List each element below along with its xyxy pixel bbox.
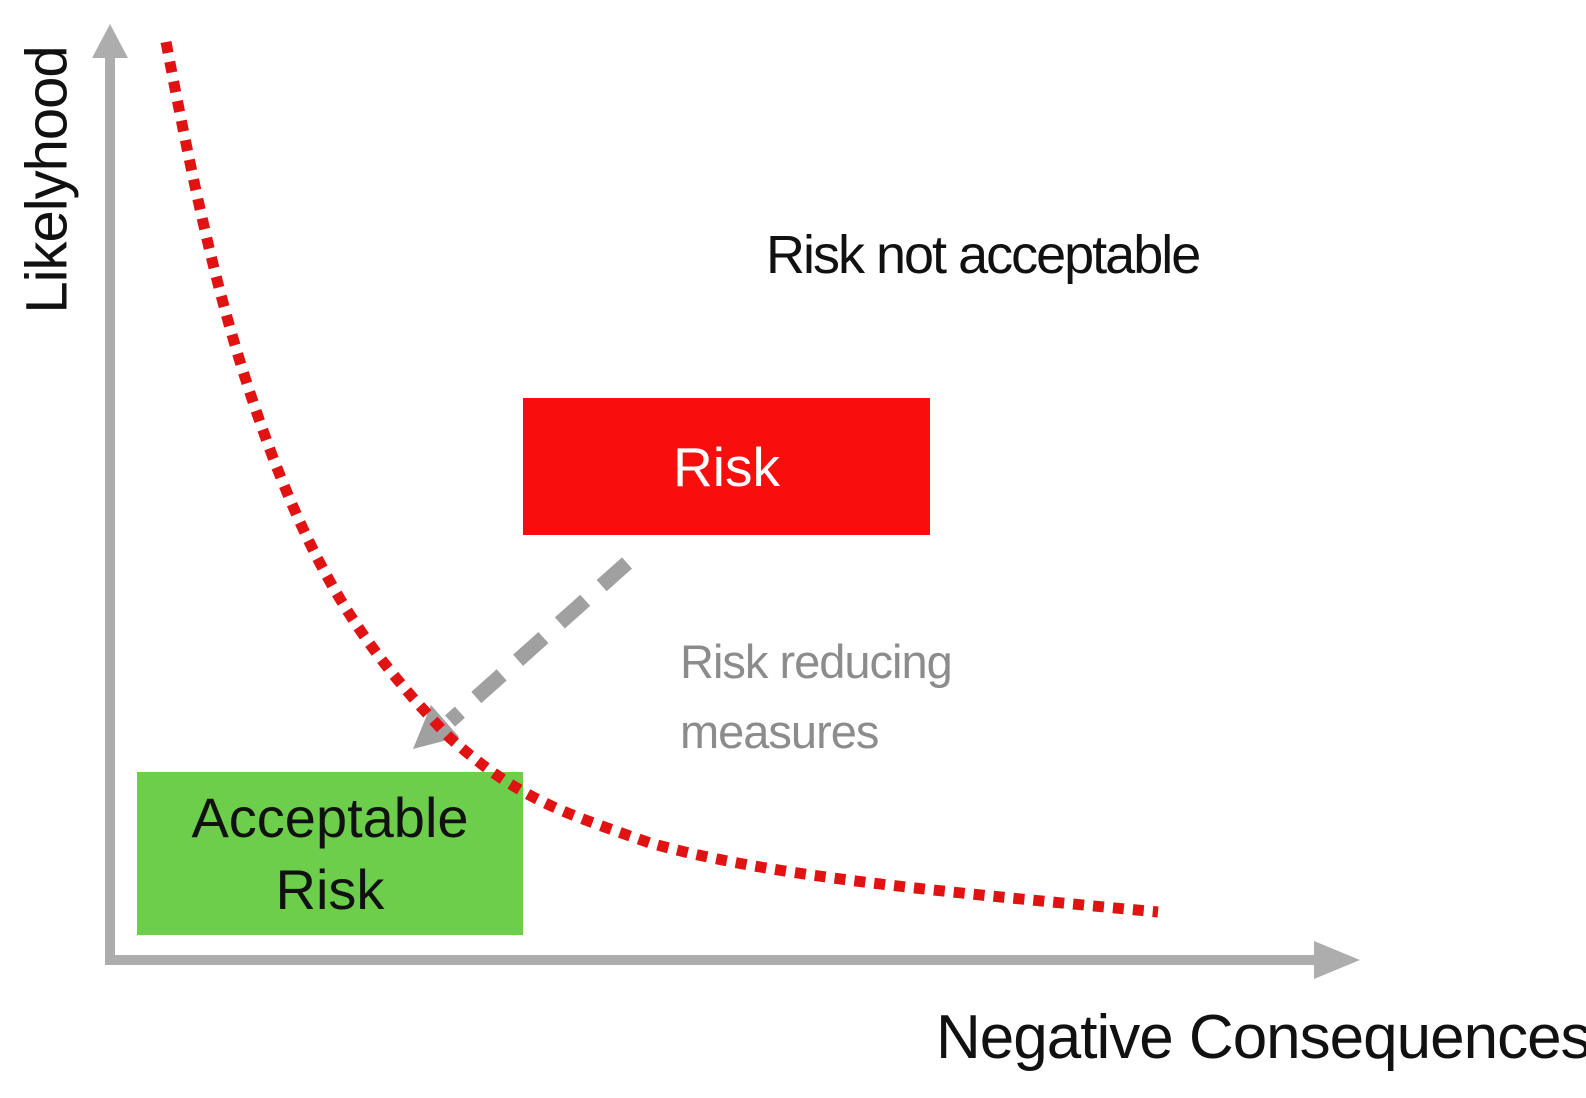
acceptable-risk-label-line1: Acceptable [191, 785, 469, 849]
x-axis-label: Negative Consequences [936, 1003, 1586, 1072]
y-axis-arrowhead-icon [92, 24, 128, 58]
risk-box-label: Risk [673, 435, 780, 498]
risk-reducing-measures-label: Risk reducing measures [680, 627, 953, 767]
x-axis-arrowhead-icon [1314, 941, 1360, 979]
risk-box: Risk [523, 398, 930, 535]
risk-reducing-measures-line1: Risk reducing [680, 635, 953, 688]
risk-reducing-measures-line2: measures [680, 705, 879, 758]
risk-reduction-arrow-line [445, 557, 632, 727]
acceptable-risk-label-line2: Risk [275, 857, 385, 921]
y-axis-label: Likelyhood [14, 46, 80, 314]
risk-reduction-arrowhead-icon [413, 705, 459, 749]
acceptable-risk-box: Acceptable Risk [137, 772, 523, 935]
risk-not-acceptable-label: Risk not acceptable [766, 225, 1201, 285]
